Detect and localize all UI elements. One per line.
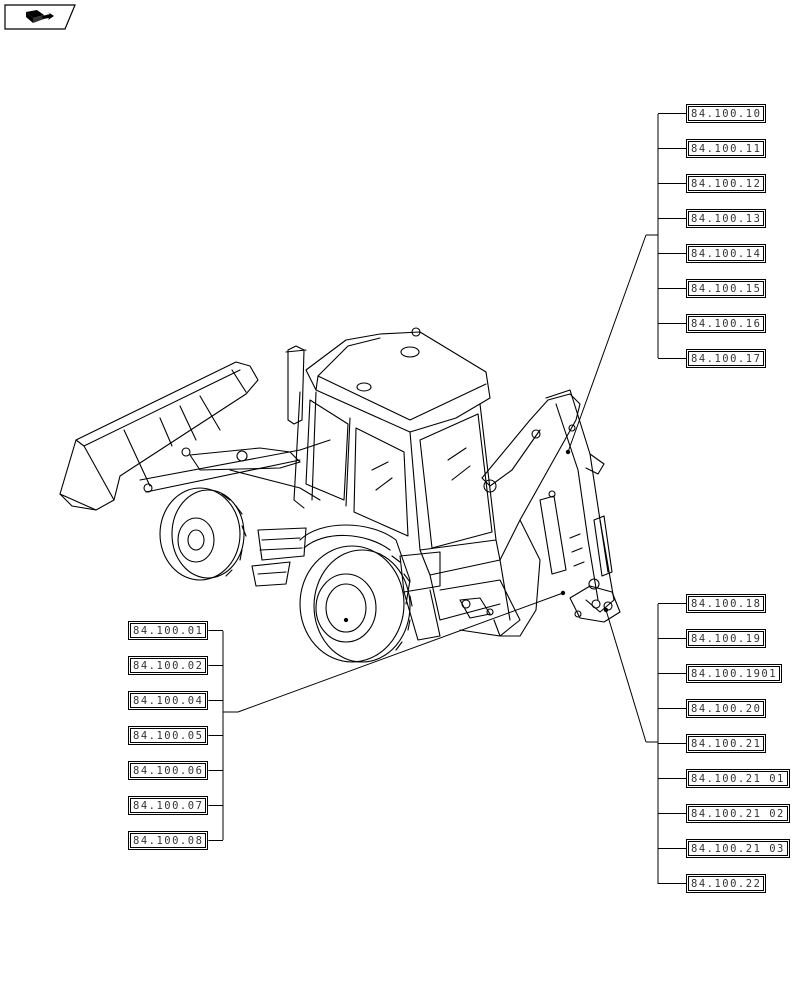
callout-84-100-1901[interactable]: 84.100.1901 — [686, 664, 783, 683]
callout-84-100-18[interactable]: 84.100.18 — [686, 594, 767, 613]
callout-84-100-10[interactable]: 84.100.10 — [686, 104, 767, 123]
callout-84-100-15[interactable]: 84.100.15 — [686, 279, 767, 298]
callout-84-100-16[interactable]: 84.100.16 — [686, 314, 767, 333]
callout-84-100-21[interactable]: 84.100.21 — [686, 734, 767, 753]
callout-84-100-12[interactable]: 84.100.12 — [686, 174, 767, 193]
callout-84-100-01[interactable]: 84.100.01 — [128, 621, 209, 640]
callout-84-100-20[interactable]: 84.100.20 — [686, 699, 767, 718]
leader-dot — [565, 449, 571, 455]
callout-84-100-06[interactable]: 84.100.06 — [128, 761, 209, 780]
callout-84-100-11[interactable]: 84.100.11 — [686, 139, 767, 158]
callout-84-100-04[interactable]: 84.100.04 — [128, 691, 209, 710]
callout-84-100-13[interactable]: 84.100.13 — [686, 209, 767, 228]
callout-84-100-22[interactable]: 84.100.22 — [686, 874, 767, 893]
callout-84-100-05[interactable]: 84.100.05 — [128, 726, 209, 745]
callout-84-100-07[interactable]: 84.100.07 — [128, 796, 209, 815]
nav-book-icon[interactable] — [4, 4, 76, 30]
callout-84-100-14[interactable]: 84.100.14 — [686, 244, 767, 263]
callout-84-100-08[interactable]: 84.100.08 — [128, 831, 209, 850]
book-arrow-icon — [26, 10, 54, 23]
callout-84-100-21-01[interactable]: 84.100.21 01 — [686, 769, 790, 788]
callout-84-100-02[interactable]: 84.100.02 — [128, 656, 209, 675]
callout-84-100-17[interactable]: 84.100.17 — [686, 349, 767, 368]
callout-84-100-21-02[interactable]: 84.100.21 02 — [686, 804, 790, 823]
callout-84-100-21-03[interactable]: 84.100.21 03 — [686, 839, 790, 858]
callout-84-100-19[interactable]: 84.100.19 — [686, 629, 767, 648]
leader-dot — [560, 590, 566, 596]
